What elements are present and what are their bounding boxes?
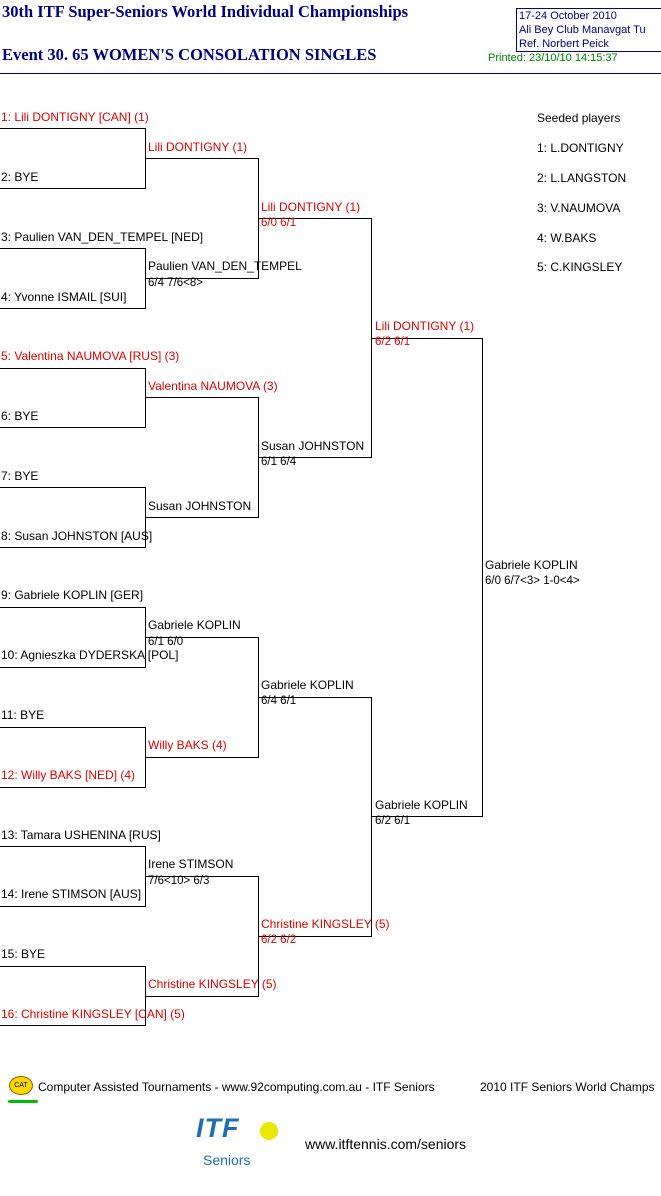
r2-winner: Paulien VAN_DEN_TEMPEL — [148, 259, 302, 273]
event-title: Event 30. 65 WOMEN'S CONSOLATION SINGLES — [2, 45, 377, 64]
footer-credit: Computer Assisted Tournaments - www.92co… — [38, 1080, 435, 1094]
cat-logo-underline — [8, 1100, 38, 1103]
tournament-title: 30th ITF Super-Seniors World Individual … — [2, 2, 409, 21]
draw-entry: 4: Yvonne ISMAIL [SUI] — [1, 290, 127, 304]
r2-winner: Lili DONTIGNY (1) — [148, 140, 248, 154]
cat-logo: CAT — [9, 1076, 33, 1095]
r4-score: 6/2 6/1 — [375, 815, 411, 827]
bracket-lines — [0, 128, 483, 1026]
tournament-info-box: 17-24 October 2010 Ali Bey Club Manavgat… — [516, 8, 661, 52]
draw-entry: 2: BYE — [1, 170, 39, 184]
draw-entry: 1: Lili DONTIGNY [CAN] (1) — [1, 110, 149, 124]
r2-score: 6/1 6/0 — [148, 636, 184, 648]
r4-winner: Gabriele KOPLIN — [375, 798, 468, 812]
r4-score: 6/2 6/1 — [375, 336, 411, 348]
printed-timestamp: Printed: 23/10/10 14:15:37 — [488, 52, 618, 64]
tournament-dates: 17-24 October 2010 — [519, 10, 617, 22]
final-winner: Gabriele KOPLIN — [485, 558, 578, 572]
seeded-player: 5: C.KINGSLEY — [537, 260, 623, 274]
draw-entry: 16: Christine KINGSLEY [CAN] (5) — [1, 1007, 185, 1021]
draw-entry: 13: Tamara USHENINA [RUS] — [1, 828, 161, 842]
r2-winner: Irene STIMSON — [148, 857, 234, 871]
r3-score: 6/4 6/1 — [261, 695, 297, 707]
draw-entry: 8: Susan JOHNSTON [AUS] — [1, 529, 153, 543]
draw-entry: 6: BYE — [1, 409, 39, 423]
r3-winner: Gabriele KOPLIN — [261, 678, 354, 692]
r3-winner: Christine KINGSLEY (5) — [261, 917, 390, 931]
draw-entry: 5: Valentina NAUMOVA [RUS] (3) — [1, 349, 180, 363]
draw-entry: 10: Agnieszka DYDERSKA [POL] — [1, 648, 179, 662]
seeded-player: 2: L.LANGSTON — [537, 171, 627, 185]
r2-winner: Willy BAKS (4) — [148, 738, 227, 752]
draw-entry: 12: Willy BAKS [NED] (4) — [1, 768, 136, 782]
draw-entry: 11: BYE — [1, 708, 45, 722]
draw-entry: 7: BYE — [1, 469, 39, 483]
seeded-players-title: Seeded players — [537, 111, 621, 125]
r3-winner: Susan JOHNSTON — [261, 439, 365, 453]
draw-entry: 9: Gabriele KOPLIN [GER] — [1, 588, 144, 602]
tennis-ball-icon — [260, 1122, 278, 1140]
seeded-player: 3: V.NAUMOVA — [537, 201, 621, 215]
draw-entry: 14: Irene STIMSON [AUS] — [1, 887, 142, 901]
itf-logo: ITF — [196, 1113, 240, 1143]
r2-winner: Susan JOHNSTON — [148, 499, 252, 513]
r3-score: 6/0 6/1 — [261, 217, 297, 229]
seeded-player: 4: W.BAKS — [537, 231, 597, 245]
tournament-referee: Ref. Norbert Peick — [519, 38, 609, 50]
final-score: 6/0 6/7<3> 1-0<4> — [485, 575, 580, 587]
r2-score: 7/6<10> 6/3 — [148, 875, 210, 887]
itf-seniors-label: Seniors — [203, 1152, 251, 1168]
r4-winner: Lili DONTIGNY (1) — [375, 319, 475, 333]
itf-url: www.itftennis.com/seniors — [305, 1136, 467, 1152]
r3-winner: Lili DONTIGNY (1) — [261, 200, 361, 214]
r3-score: 6/1 6/4 — [261, 456, 297, 468]
seeded-player: 1: L.DONTIGNY — [537, 141, 624, 155]
r2-score: 6/4 7/6<8> — [148, 277, 203, 289]
draw-entry: 3: Paulien VAN_DEN_TEMPEL [NED] — [1, 230, 204, 244]
r3-score: 6/2 6/2 — [261, 934, 297, 946]
tournament-venue: Ali Bey Club Manavgat Tu — [519, 24, 646, 36]
draw-entry: 15: BYE — [1, 947, 46, 961]
footer-championship: 2010 ITF Seniors World Champs — [480, 1080, 655, 1094]
r2-winner: Christine KINGSLEY (5) — [148, 977, 277, 991]
r2-winner: Gabriele KOPLIN — [148, 618, 241, 632]
r2-winner: Valentina NAUMOVA (3) — [148, 379, 278, 393]
header-divider — [0, 73, 661, 74]
